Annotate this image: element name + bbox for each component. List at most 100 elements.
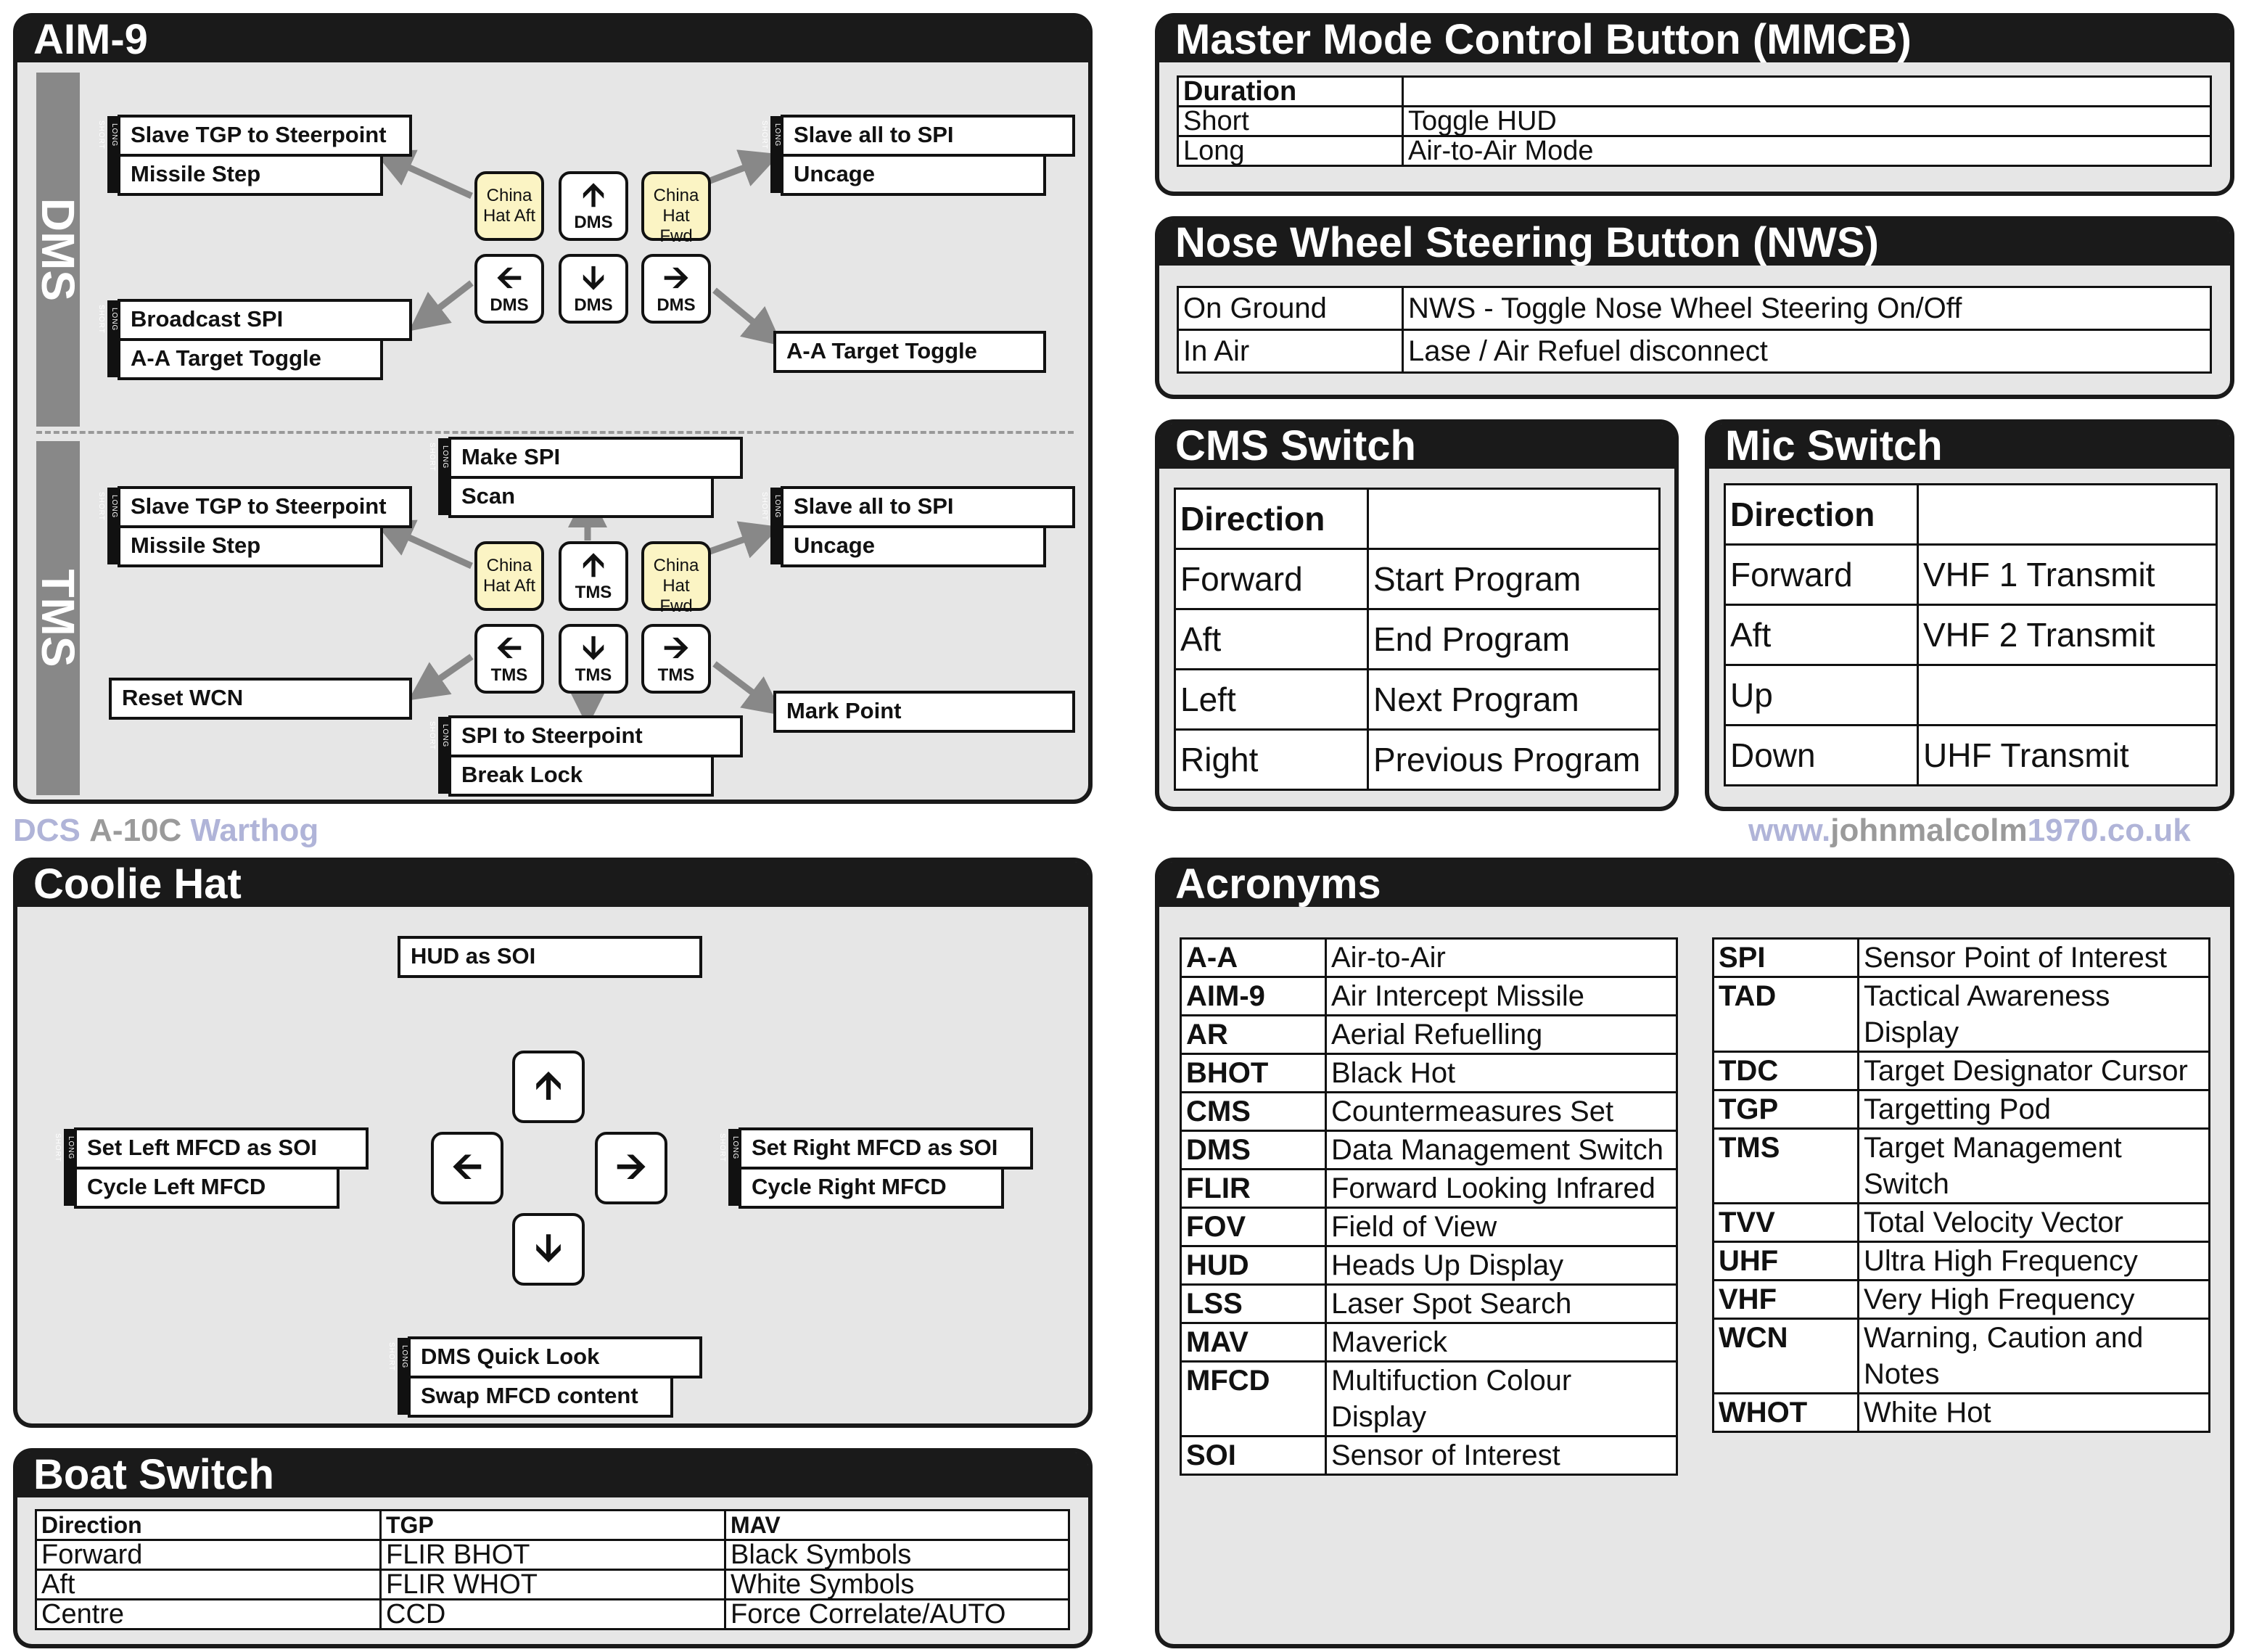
table-cell: Forward [1174,548,1369,610]
long-tag: LONG [400,1344,408,1369]
acronym-definition: Countermeasures Set [1325,1091,1678,1132]
acronym-term: LSS [1180,1283,1327,1324]
coolie-down-button: 🡫 [512,1213,585,1286]
coolie-title: Coolie Hat [17,862,1088,907]
acronym-term: FLIR [1180,1168,1327,1209]
acronym-term: BHOT [1180,1053,1327,1093]
arrow-down-icon: 🡫 [535,1227,562,1269]
acronym-term: SPI [1712,937,1859,978]
acronym-definition: Aerial Refuelling [1325,1014,1678,1055]
table-cell: Down [1724,724,1919,786]
long-tag: LONG [110,123,118,147]
table-cell: Lase / Air Refuel disconnect [1402,329,2212,374]
table-cell: VHF 2 Transmit [1917,604,2218,666]
mmcb-title: Master Mode Control Button (MMCB) [1159,17,2230,62]
acronym-definition: Very High Frequency [1857,1279,2210,1320]
mic-title: Mic Switch [1709,424,2230,469]
arrow-right-icon: 🡪 [615,1146,647,1188]
boat-title: Boat Switch [17,1452,1088,1497]
china-hat-fwd-button: China Hat Fwd [641,541,711,616]
acronym-definition: Black Hot [1325,1053,1678,1093]
acronym-term: HUD [1180,1245,1327,1286]
table-cell: Aft [35,1569,382,1600]
coolie-right-button: 🡪 [595,1132,667,1204]
acronym-term: MAV [1180,1322,1327,1363]
tms-lr: Mark Point [773,691,1075,733]
table-cell: Short [1177,105,1404,137]
short-tag: SHORT [428,721,436,750]
table-cell: CCD [379,1598,726,1630]
acronym-term: TAD [1712,976,1859,1053]
short-tag: SHORT [97,305,105,334]
arrow-right-icon: 🡪 [663,630,689,665]
table-cell: White Symbols [724,1569,1070,1600]
tms-bottom-short: Break Lock [448,755,714,797]
acronyms-title: Acronyms [1159,862,2230,907]
table-cell: UHF Transmit [1917,724,2218,786]
coolie-up-label: HUD as SOI [398,936,702,978]
coolie-left-long: Set Left MFCD as SOI [74,1127,369,1170]
acronym-definition: Air-to-Air [1325,937,1678,978]
table-cell: NWS - Toggle Nose Wheel Steering On/Off [1402,286,2212,331]
long-tag: LONG [110,307,118,332]
watermark-right: www.johnmalcolm1970.co.uk [1748,813,2191,848]
dms-ur-short: Uncage [781,154,1046,196]
coolie-down-long: DMS Quick Look [408,1336,702,1378]
dms-ur-long: Slave all to SPI [781,115,1075,157]
coolie-left-short: Cycle Left MFCD [74,1167,340,1209]
watermark-left: DCS A-10C Warthog [13,813,319,848]
coolie-left-button: 🡨 [431,1132,503,1204]
arrow-up-icon: 🡩 [582,547,605,583]
table-cell: Left [1174,668,1369,731]
table-cell: Right [1174,728,1369,791]
acronym-definition: Target Designator Cursor [1857,1051,2210,1091]
table-cell: Aft [1174,608,1369,670]
coolie-up-button: 🡩 [512,1051,585,1123]
dms-ll-short: A-A Target Toggle [118,338,383,380]
table-cell: Up [1724,664,1919,726]
cms-title: CMS Switch [1159,424,1674,469]
mic-header: Direction [1724,483,1919,546]
acronym-term: WCN [1712,1318,1859,1394]
aim9-title: AIM-9 [17,17,1088,62]
acronym-term: A-A [1180,937,1327,978]
acronym-term: AIM-9 [1180,976,1327,1016]
tms-ul-short: Missile Step [118,525,383,567]
tms-ur-short: Uncage [781,525,1046,567]
acronym-definition: Targetting Pod [1857,1089,2210,1130]
tms-ur-long: Slave all to SPI [781,486,1075,528]
acronym-definition: Maverick [1325,1322,1678,1363]
arrow-up-icon: 🡩 [582,177,605,213]
tms-top-short: Scan [448,476,714,518]
acronym-definition: Field of View [1325,1207,1678,1247]
acronym-definition: Data Management Switch [1325,1130,1678,1170]
long-tag: LONG [441,445,449,469]
boat-header-mav: MAV [724,1509,1070,1541]
acronym-term: MFCD [1180,1360,1327,1437]
table-cell: Toggle HUD [1402,105,2212,137]
boat-header-tgp: TGP [379,1509,726,1541]
long-tag: LONG [731,1135,739,1160]
acronym-definition: Heads Up Display [1325,1245,1678,1286]
dms-ll-long: Broadcast SPI [118,299,412,341]
acronym-term: VHF [1712,1279,1859,1320]
acronym-term: FOV [1180,1207,1327,1247]
acronym-term: TMS [1712,1127,1859,1204]
dms-side-label: DMS [32,73,84,427]
table-cell: On Ground [1177,286,1404,331]
acronym-definition: Warning, Caution and Notes [1857,1318,2210,1394]
